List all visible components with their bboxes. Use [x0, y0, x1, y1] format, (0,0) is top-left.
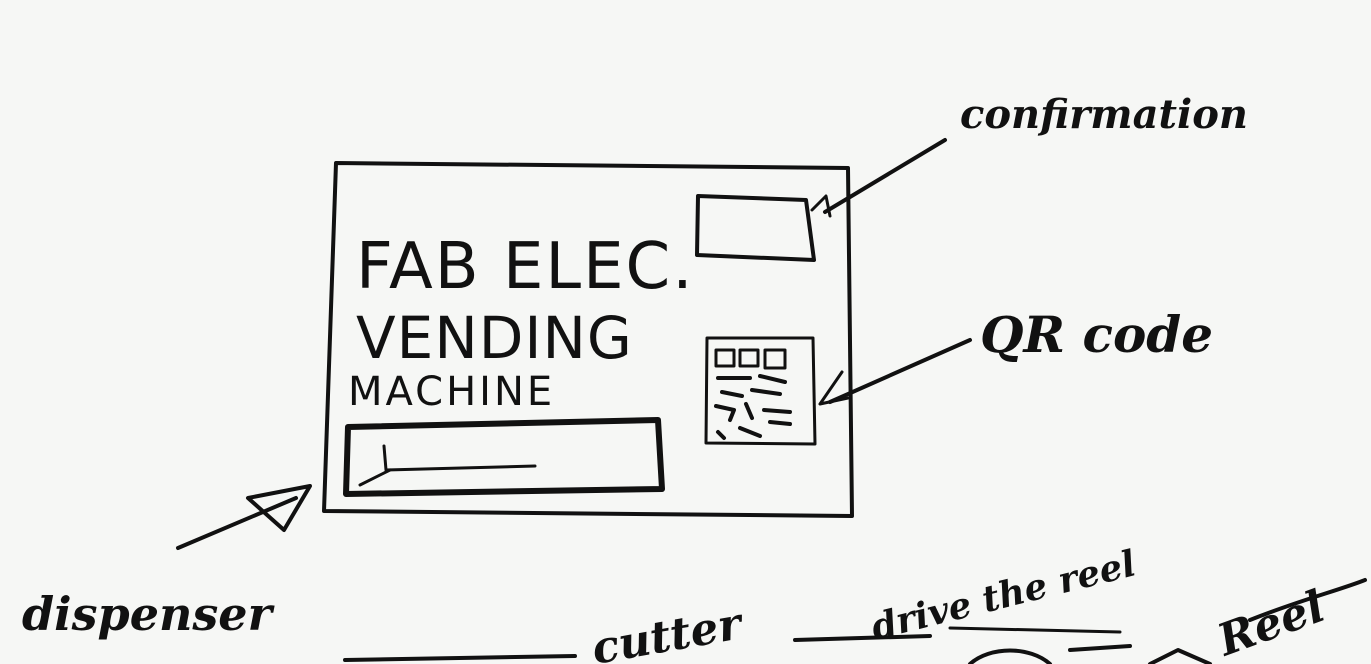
- qr-code-arrow: [818, 338, 972, 406]
- machine-title-line1: FAB ELEC.: [356, 230, 695, 304]
- reel-label: Reel: [1209, 581, 1331, 664]
- dispenser-arrow: [176, 484, 312, 550]
- machine-title-line2: VENDING: [356, 304, 633, 372]
- confirmation-screen: [695, 194, 816, 262]
- confirmation-label: confirmation: [960, 91, 1248, 138]
- dispenser-label: dispenser: [22, 587, 276, 641]
- cutter-label: cutter: [588, 598, 748, 664]
- bottom-sketch: [343, 578, 1367, 664]
- qr-code: [704, 336, 817, 446]
- dispenser-slot: [343, 417, 665, 497]
- confirmation-arrow: [810, 138, 947, 218]
- machine-outline: [322, 161, 854, 518]
- qr-code-label: QR code: [980, 305, 1213, 364]
- machine-title-line3: MACHINE: [348, 369, 555, 415]
